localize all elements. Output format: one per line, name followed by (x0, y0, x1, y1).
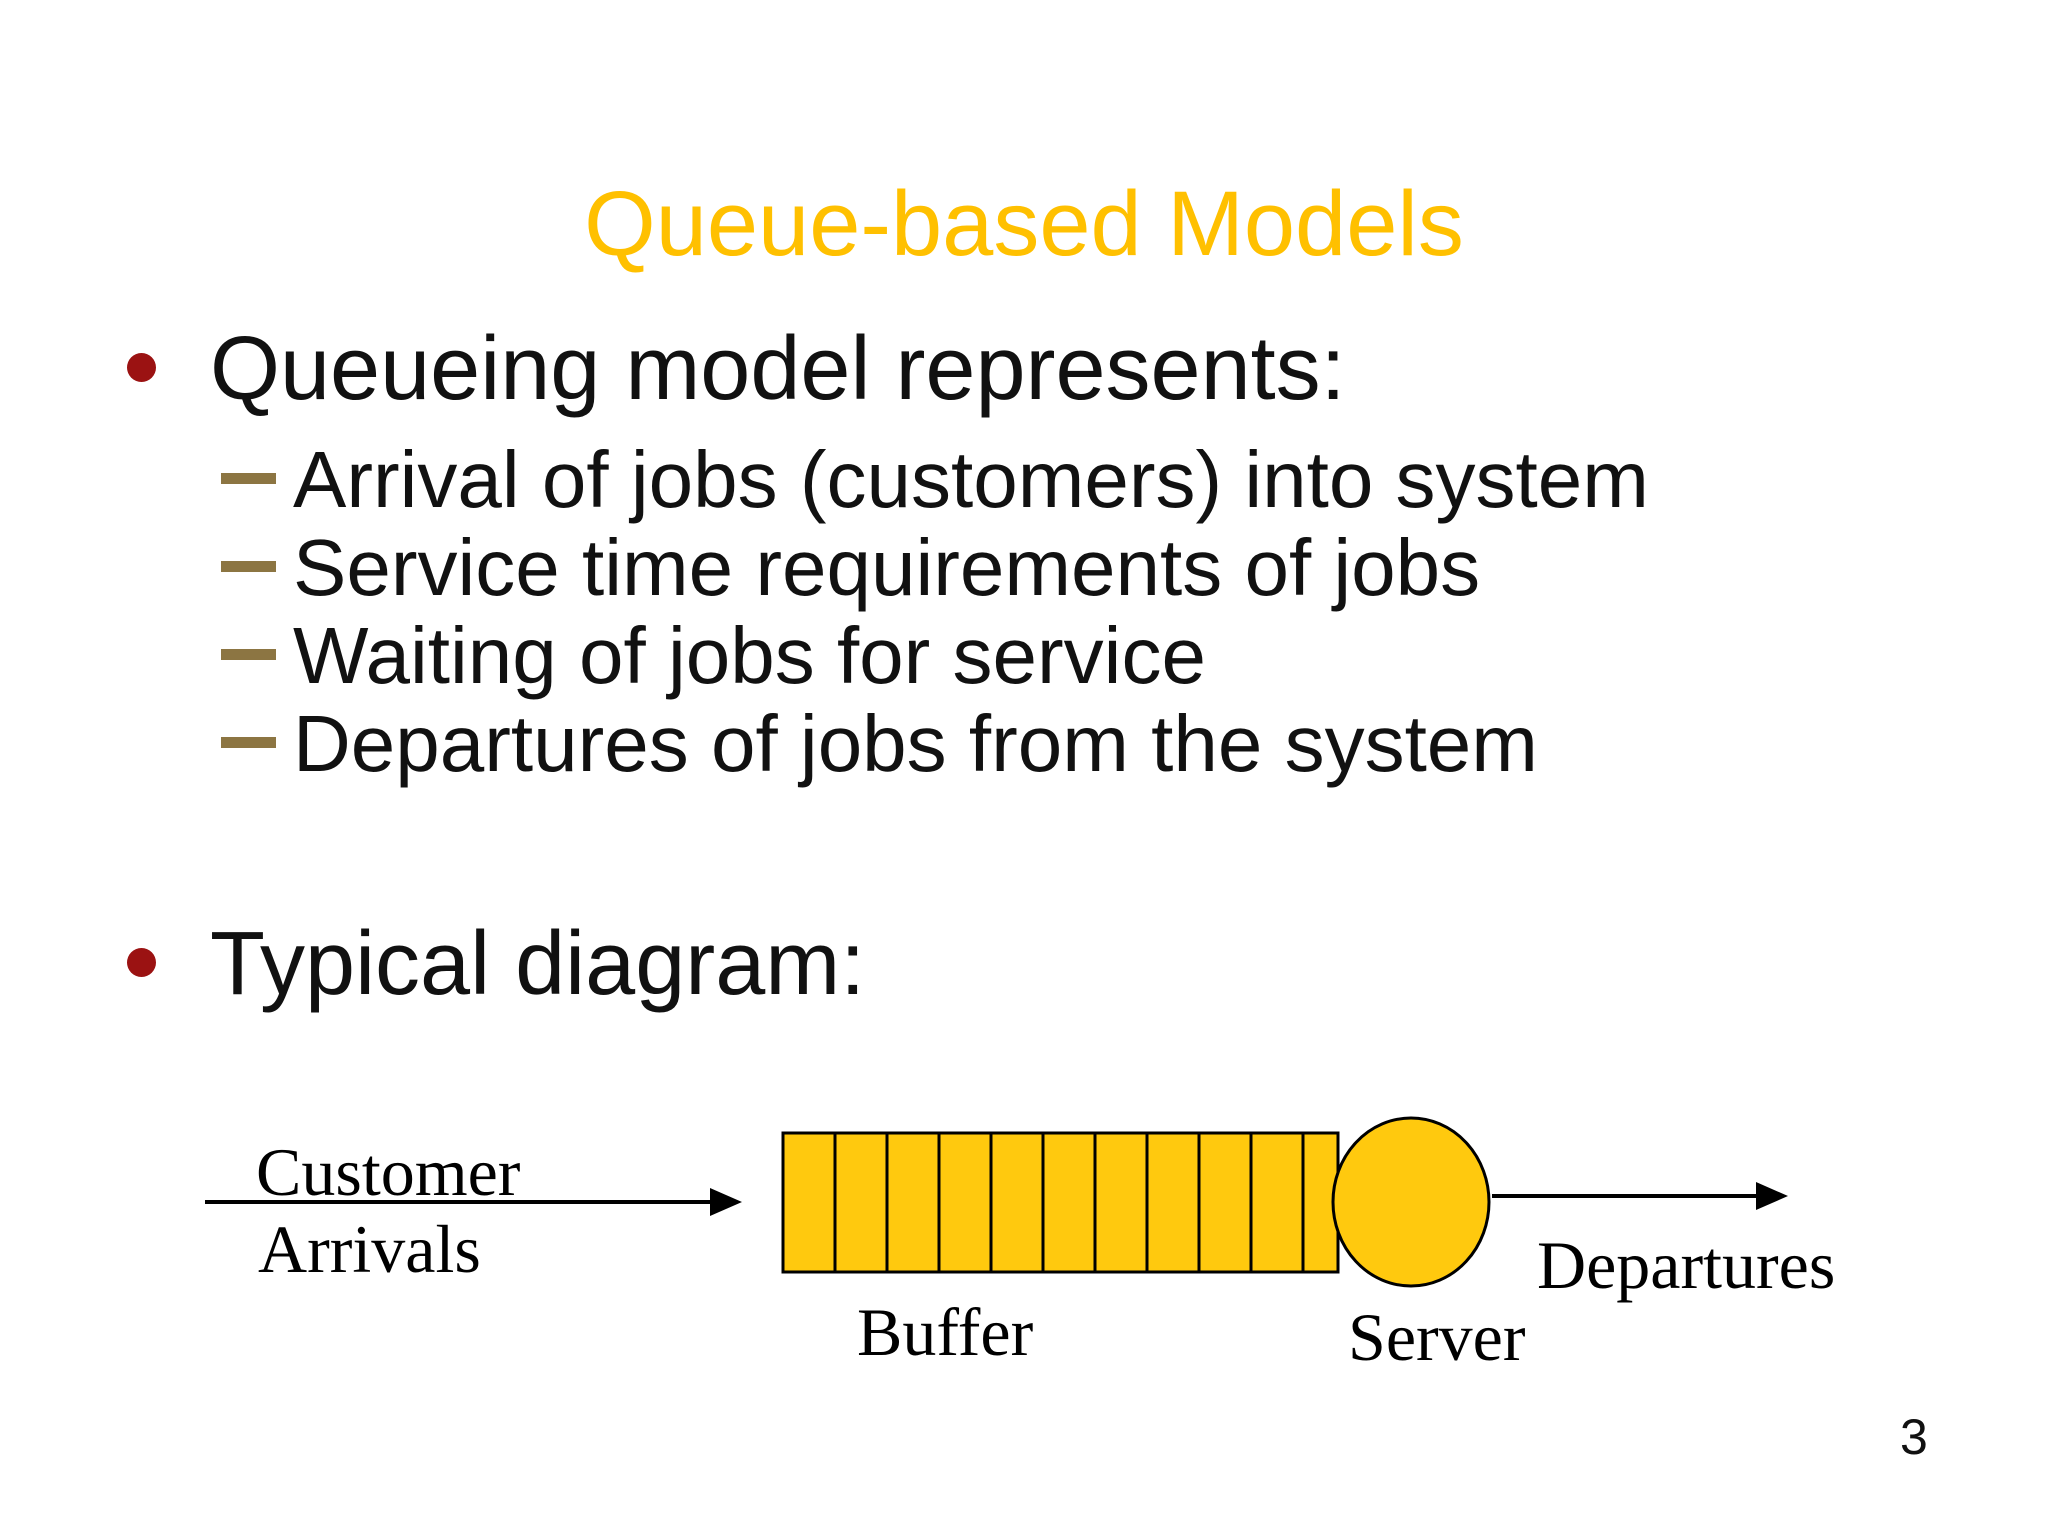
sub-bullet-text: Waiting of jobs for service (293, 611, 1206, 700)
arrivals-arrow (205, 1188, 742, 1216)
sub-bullet-item: Departures of jobs from the system (221, 704, 1538, 784)
dash-icon (221, 737, 276, 748)
bullet-dot-icon (127, 948, 156, 977)
sub-bullet-item: Waiting of jobs for service (221, 616, 1206, 696)
page-number: 3 (1900, 1409, 1928, 1465)
server-circle (1331, 1116, 1491, 1288)
departures-arrow (1492, 1182, 1788, 1210)
bullet-text: Queueing model represents: (210, 319, 1346, 419)
bullet-dot-icon (127, 353, 156, 382)
sub-bullet-text: Service time requirements of jobs (293, 523, 1481, 612)
arrowhead-icon (710, 1188, 742, 1216)
dash-icon (221, 561, 276, 572)
departures-label: Departures (1537, 1227, 1836, 1303)
sub-bullet-item: Service time requirements of jobs (221, 528, 1480, 608)
sub-bullet-item: Arrival of jobs (customers) into system (221, 440, 1649, 520)
arrivals-label-line1: Customer (256, 1134, 521, 1210)
buffer-rect (781, 1131, 1340, 1274)
bullet-item: Queueing model represents: (127, 324, 1346, 414)
arrowhead-icon (1756, 1182, 1788, 1210)
buffer-slot-dividers (833, 1133, 1305, 1272)
dash-icon (221, 649, 276, 660)
bullet-item: Typical diagram: (127, 919, 865, 1009)
server-label: Server (1348, 1299, 1526, 1375)
bullet-text: Typical diagram: (210, 914, 866, 1014)
sub-bullet-text: Arrival of jobs (customers) into system (293, 435, 1649, 524)
slide-title: Queue-based Models (584, 173, 1464, 275)
sub-bullet-text: Departures of jobs from the system (293, 699, 1538, 788)
buffer-label: Buffer (857, 1294, 1034, 1370)
arrivals-label-line2: Arrivals (258, 1211, 481, 1287)
dash-icon (221, 473, 276, 484)
